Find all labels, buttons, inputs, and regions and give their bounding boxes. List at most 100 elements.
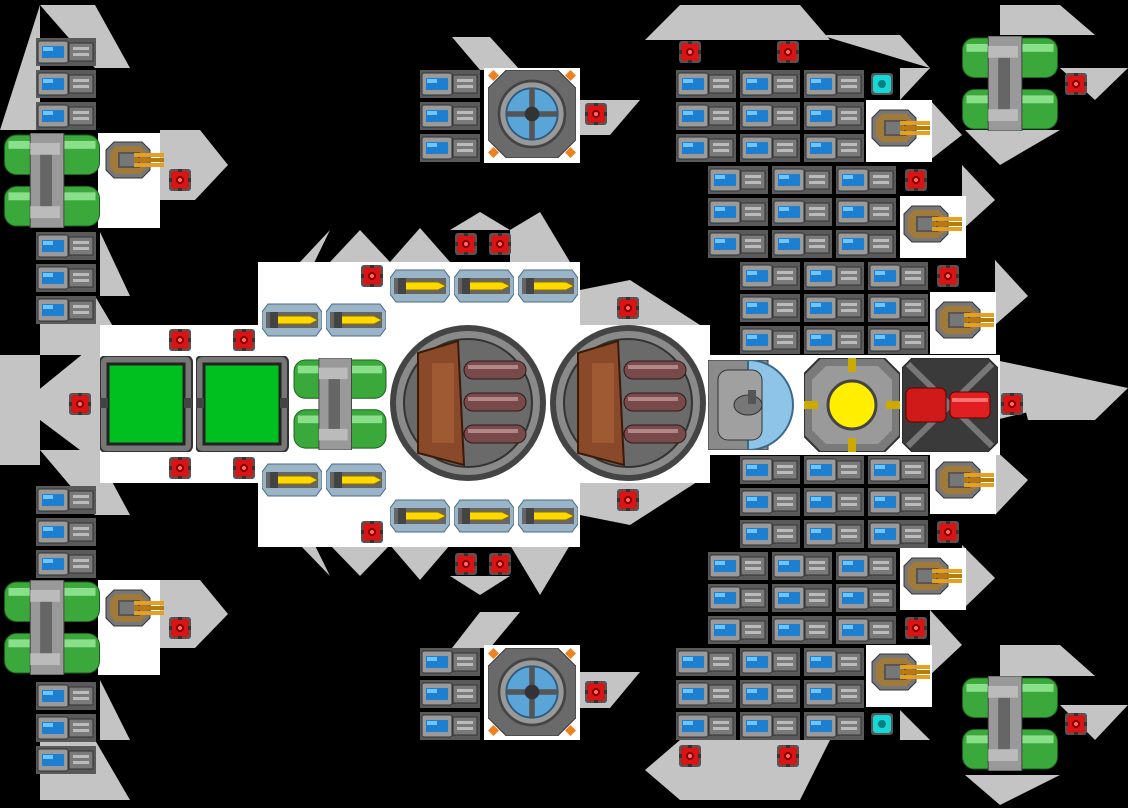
battery-icon[interactable] <box>420 712 480 740</box>
sensor-icon[interactable] <box>870 712 894 736</box>
battery-icon[interactable] <box>740 102 800 130</box>
mine-icon[interactable] <box>1000 392 1024 416</box>
battery-icon[interactable] <box>836 552 896 580</box>
battery-icon[interactable] <box>836 616 896 644</box>
battery-icon[interactable] <box>36 746 96 774</box>
reactor-icon[interactable] <box>804 358 900 452</box>
laser-turret-icon[interactable] <box>326 462 386 498</box>
battery-icon[interactable] <box>804 262 864 290</box>
laser-turret-icon[interactable] <box>518 268 578 304</box>
command-pod-icon[interactable] <box>708 360 802 450</box>
battery-icon[interactable] <box>676 134 736 162</box>
battery-icon[interactable] <box>36 38 96 66</box>
battery-icon[interactable] <box>420 134 480 162</box>
battery-icon[interactable] <box>772 552 832 580</box>
thruster-icon[interactable] <box>292 358 388 450</box>
mine-icon[interactable] <box>678 744 702 768</box>
laser-turret-icon[interactable] <box>262 302 322 338</box>
battery-icon[interactable] <box>740 648 800 676</box>
battery-icon[interactable] <box>36 682 96 710</box>
battery-icon[interactable] <box>804 102 864 130</box>
battery-icon[interactable] <box>676 712 736 740</box>
thruster-icon[interactable] <box>4 133 100 228</box>
battery-icon[interactable] <box>804 680 864 708</box>
battery-icon[interactable] <box>676 102 736 130</box>
battery-icon[interactable] <box>804 294 864 322</box>
battery-icon[interactable] <box>804 326 864 354</box>
mine-icon[interactable] <box>454 232 478 256</box>
battery-icon[interactable] <box>740 262 800 290</box>
mine-icon[interactable] <box>1064 712 1088 736</box>
battery-icon[interactable] <box>836 166 896 194</box>
battery-icon[interactable] <box>740 134 800 162</box>
railgun-icon[interactable] <box>548 323 708 483</box>
battery-icon[interactable] <box>36 102 96 130</box>
battery-icon[interactable] <box>740 326 800 354</box>
mine-icon[interactable] <box>454 552 478 576</box>
mine-icon[interactable] <box>936 520 960 544</box>
sensor-icon[interactable] <box>870 72 894 96</box>
battery-icon[interactable] <box>868 294 928 322</box>
battery-icon[interactable] <box>836 198 896 226</box>
battery-icon[interactable] <box>36 70 96 98</box>
power-generator-icon[interactable] <box>196 356 292 452</box>
mine-icon[interactable] <box>232 456 256 480</box>
battery-icon[interactable] <box>772 584 832 612</box>
laser-turret-icon[interactable] <box>390 498 450 534</box>
battery-icon[interactable] <box>804 456 864 484</box>
battery-icon[interactable] <box>36 518 96 546</box>
mine-icon[interactable] <box>904 616 928 640</box>
battery-icon[interactable] <box>420 102 480 130</box>
battery-icon[interactable] <box>36 714 96 742</box>
cannon-turret-icon[interactable] <box>870 650 930 694</box>
battery-icon[interactable] <box>676 680 736 708</box>
battery-icon[interactable] <box>804 70 864 98</box>
mine-icon[interactable] <box>68 392 92 416</box>
battery-icon[interactable] <box>804 134 864 162</box>
laser-turret-icon[interactable] <box>454 498 514 534</box>
laser-turret-icon[interactable] <box>454 268 514 304</box>
cannon-turret-icon[interactable] <box>104 586 164 630</box>
mine-icon[interactable] <box>584 680 608 704</box>
battery-icon[interactable] <box>708 552 768 580</box>
battery-icon[interactable] <box>772 198 832 226</box>
battery-icon[interactable] <box>836 230 896 258</box>
battery-icon[interactable] <box>868 488 928 516</box>
battery-icon[interactable] <box>708 198 768 226</box>
laser-turret-icon[interactable] <box>326 302 386 338</box>
mine-icon[interactable] <box>776 744 800 768</box>
battery-icon[interactable] <box>36 264 96 292</box>
battery-icon[interactable] <box>868 456 928 484</box>
mine-icon[interactable] <box>360 520 384 544</box>
battery-icon[interactable] <box>740 488 800 516</box>
battery-icon[interactable] <box>36 296 96 324</box>
shield-generator-icon[interactable] <box>488 648 576 736</box>
battery-icon[interactable] <box>868 326 928 354</box>
mine-icon[interactable] <box>616 296 640 320</box>
battery-icon[interactable] <box>740 520 800 548</box>
thruster-icon[interactable] <box>962 36 1058 131</box>
battery-icon[interactable] <box>740 294 800 322</box>
battery-icon[interactable] <box>708 166 768 194</box>
thruster-icon[interactable] <box>962 676 1058 771</box>
battery-icon[interactable] <box>804 520 864 548</box>
laser-turret-icon[interactable] <box>262 462 322 498</box>
battery-icon[interactable] <box>36 486 96 514</box>
cannon-turret-icon[interactable] <box>104 138 164 182</box>
cannon-turret-icon[interactable] <box>902 202 962 246</box>
battery-icon[interactable] <box>740 712 800 740</box>
battery-icon[interactable] <box>708 584 768 612</box>
battery-icon[interactable] <box>676 70 736 98</box>
mine-icon[interactable] <box>936 264 960 288</box>
mine-icon[interactable] <box>168 328 192 352</box>
mine-icon[interactable] <box>360 264 384 288</box>
mine-icon[interactable] <box>1064 72 1088 96</box>
battery-icon[interactable] <box>868 520 928 548</box>
power-generator-icon[interactable] <box>100 356 196 452</box>
railgun-icon[interactable] <box>388 323 548 483</box>
battery-icon[interactable] <box>708 616 768 644</box>
battery-icon[interactable] <box>804 488 864 516</box>
cannon-turret-icon[interactable] <box>934 298 994 342</box>
battery-icon[interactable] <box>836 584 896 612</box>
